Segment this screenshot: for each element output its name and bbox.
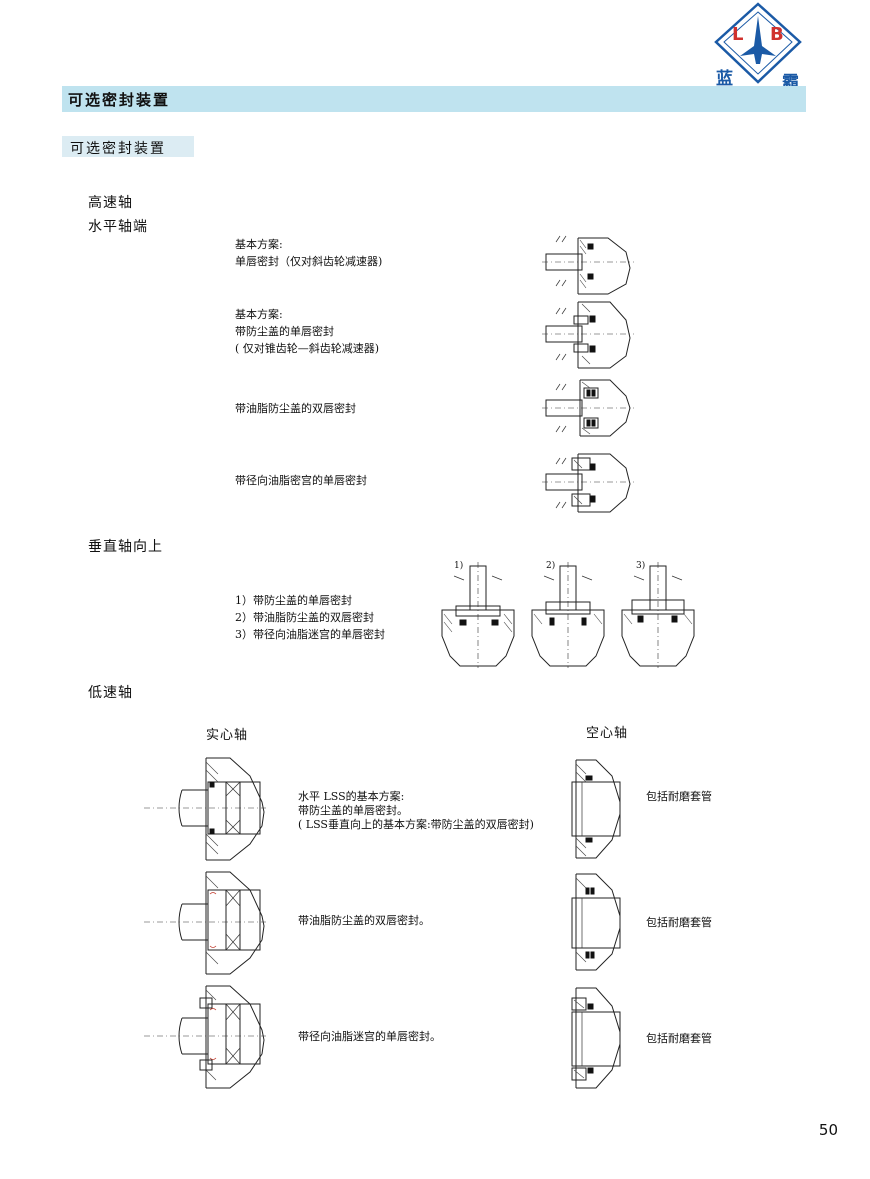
text-line: 带径向油脂迷宫的单唇密封。 [298,1030,441,1043]
logo-letter-right: B [770,24,784,45]
logo-cn-left: 蓝 [716,69,733,89]
hss-heading: 高速轴 [88,195,133,211]
logo-letter-left: L [732,24,744,45]
section-title: 可选密封装置 [70,141,166,157]
vertical-seal-drawings [441,562,695,668]
text-line: 带径向油脂密宫的单唇密封 [235,474,367,487]
lss-hollow-drawing-3 [571,987,621,1089]
hss-drawing-2 [542,301,634,369]
hss-item-2-text: 基本方案: 带防尘盖的单唇密封 ( 仅对锥齿轮—斜齿轮减速器) [235,306,379,357]
vertical-drawing-3 [621,562,695,668]
text-line: 带油脂防尘盖的双唇密封 [235,402,356,415]
vertical-text: 1）带防尘盖的单唇密封 2）带油脂防尘盖的双唇密封 3）带径向油脂迷宫的单唇密封 [235,592,385,643]
hss-item-3-text: 带油脂防尘盖的双唇密封 [235,400,356,417]
lss-row-3-text: 带径向油脂迷宫的单唇密封。 [298,1028,441,1045]
lss-row-3-hollow-text: 包括耐磨套管 [646,1032,712,1045]
lss-solid-heading: 实心轴 [206,728,249,743]
hss-drawing-4 [542,453,634,513]
text-line: 带防尘盖的单唇密封。 [298,804,408,817]
text-line: 带油脂防尘盖的双唇密封。 [298,914,430,927]
text-line: 基本方案: [235,308,283,321]
lss-solid-drawing-2 [144,871,266,975]
text-line: 1）带防尘盖的单唇密封 [235,594,352,607]
lss-row-2-text: 带油脂防尘盖的双唇密封。 [298,912,430,929]
header-band [62,86,806,112]
lss-solid-drawing-1 [144,757,266,861]
vertical-label-1: 1) [454,561,464,571]
lss-row-1-hollow-text: 包括耐磨套管 [646,790,712,803]
vertical-drawing-2 [531,562,605,668]
hss-drawing-3 [542,379,634,437]
lss-row-1-text: 水平 LSS的基本方案: 带防尘盖的单唇密封。 ( LSS垂直向上的基本方案:带… [298,790,534,832]
text-line: ( 仅对锥齿轮—斜齿轮减速器) [235,342,380,355]
logo-diamond-icon [714,2,802,84]
lss-hollow-drawing-1 [571,759,621,859]
vertical-heading: 垂直轴向上 [88,539,163,555]
lss-solid-drawing-3 [144,985,266,1089]
hss-seal-drawings [542,235,634,513]
company-logo: L B 蓝 霸 [712,2,804,93]
hss-item-1-text: 基本方案: 单唇密封（仅对斜齿轮减速器) [235,236,382,270]
page-number: 50 [818,1121,838,1139]
lss-hollow-heading: 空心轴 [586,726,629,741]
lss-heading: 低速轴 [88,685,133,701]
header-title: 可选密封装置 [68,91,171,109]
hss-item-4-text: 带径向油脂密宫的单唇密封 [235,472,367,489]
lss-row-2-hollow-text: 包括耐磨套管 [646,916,712,929]
lss-hollow-drawings [571,759,621,1089]
text-line: 单唇密封（仅对斜齿轮减速器) [235,255,383,268]
text-line: 3）带径向油脂迷宫的单唇密封 [235,628,385,641]
text-line: 基本方案: [235,238,283,251]
text-line: 水平 LSS的基本方案: [298,790,405,803]
vertical-label-3: 3) [636,561,646,571]
text-line: 带防尘盖的单唇密封 [235,325,334,338]
text-line: 2）带油脂防尘盖的双唇密封 [235,611,374,624]
lss-solid-drawings [144,757,266,1089]
vertical-label-2: 2) [546,561,556,571]
text-line: ( LSS垂直向上的基本方案:带防尘盖的双唇密封) [298,818,534,831]
hss-drawing-1 [542,235,634,295]
vertical-drawing-1 [441,562,515,668]
lss-hollow-drawing-2 [571,873,621,971]
section-band [62,136,194,157]
hss-sub-heading: 水平轴端 [88,219,148,235]
